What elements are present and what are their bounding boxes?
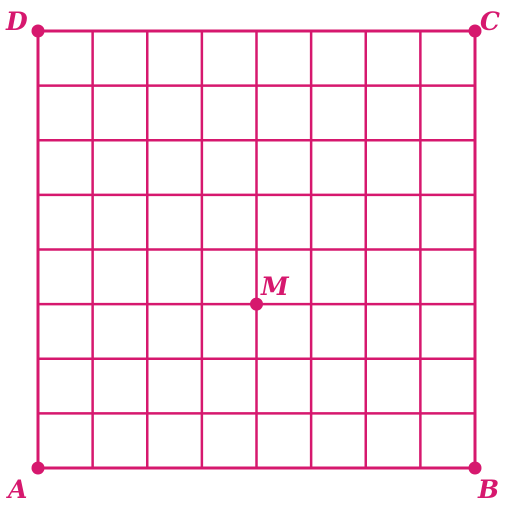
point-d-label: D (5, 7, 28, 36)
grid-lines (36, 29, 477, 470)
point-b-dot (468, 461, 482, 475)
point-d-dot (31, 24, 45, 38)
point-c-dot (468, 24, 482, 38)
point-c-label: C (480, 7, 500, 36)
point-m-label: M (260, 272, 290, 301)
point-a-dot (31, 461, 45, 475)
point-a-label: A (6, 475, 27, 504)
point-m-dot (250, 297, 263, 311)
point-b-label: B (477, 475, 499, 504)
